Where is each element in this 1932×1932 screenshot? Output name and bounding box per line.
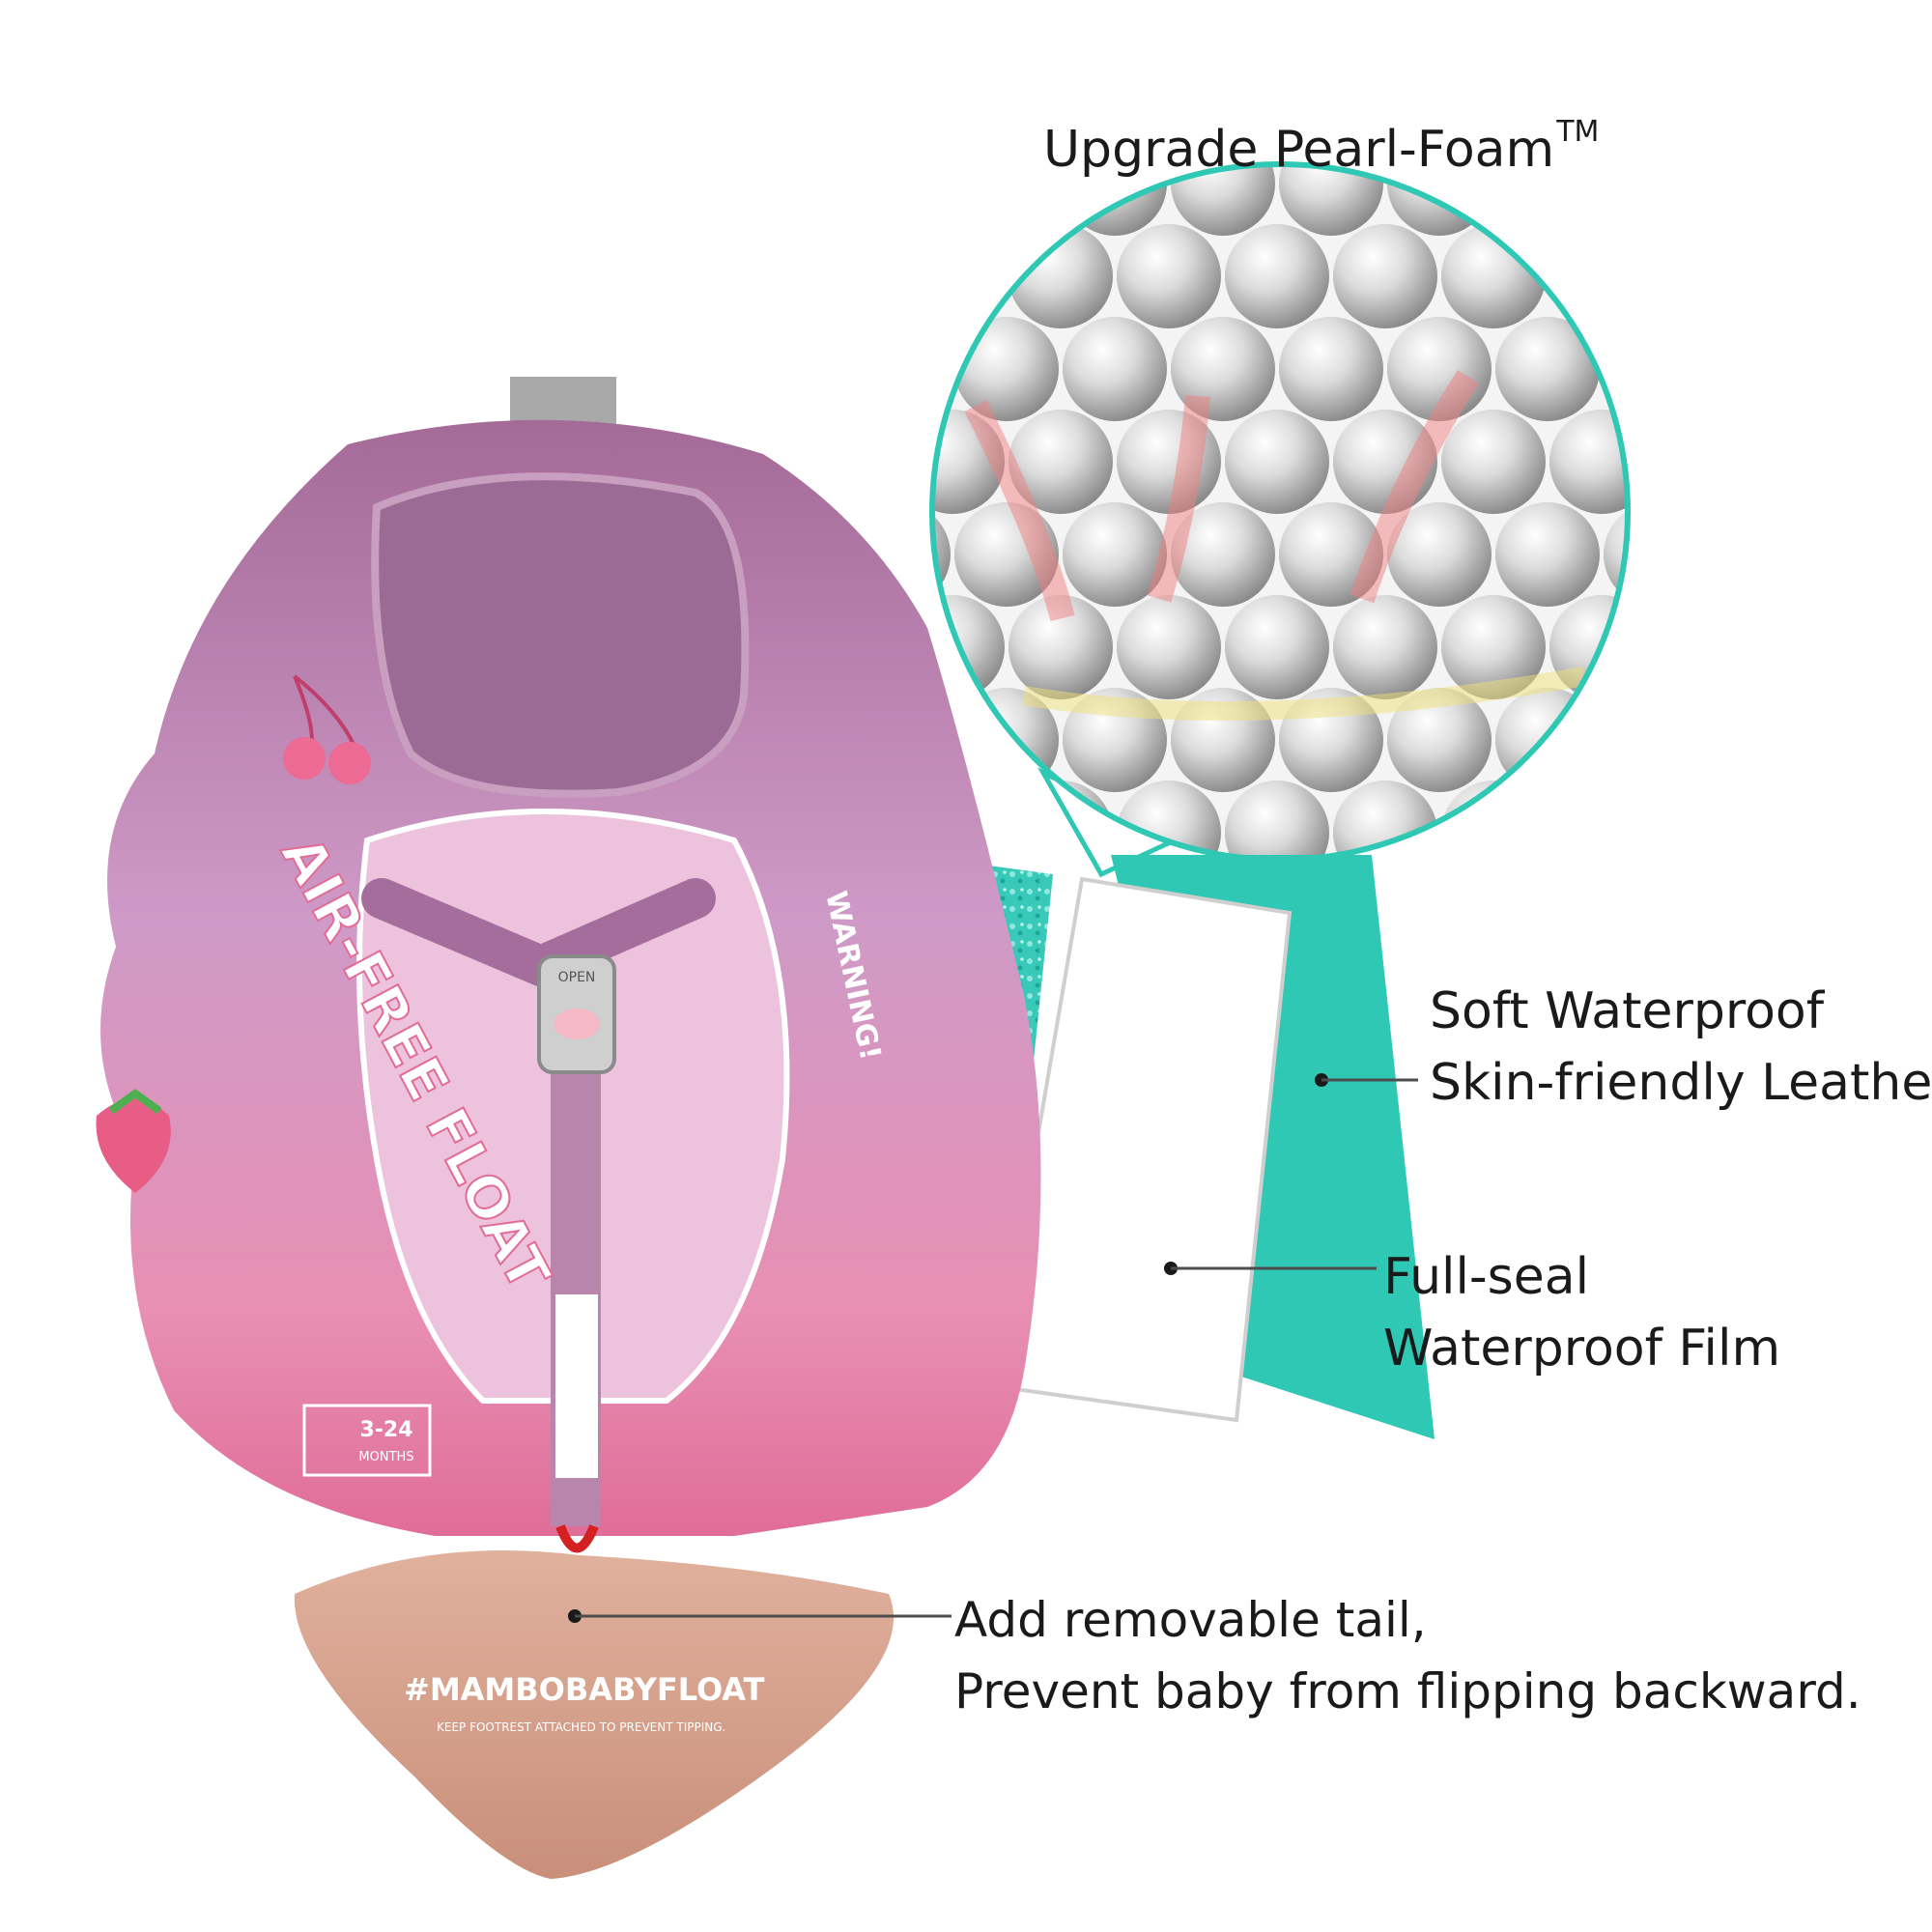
foam-bead bbox=[1441, 781, 1546, 860]
foam-bead bbox=[1279, 164, 1383, 236]
foam-bead bbox=[1549, 781, 1628, 860]
leather-callout: Soft Waterproof Skin-friendly Leather bbox=[1430, 976, 1932, 1119]
foam-bead bbox=[1333, 224, 1437, 328]
foam-bead bbox=[1387, 688, 1492, 792]
pearl-foam-magnifier bbox=[929, 131, 1870, 978]
airflow-arrows bbox=[964, 370, 1586, 721]
foam-bead bbox=[1549, 410, 1628, 514]
foam-bead bbox=[1171, 164, 1275, 236]
foam-bead bbox=[1658, 410, 1762, 514]
foam-bead bbox=[1171, 502, 1275, 607]
leather-line-2: Skin-friendly Leather bbox=[1430, 1054, 1932, 1112]
foam-bead bbox=[1495, 873, 1600, 978]
age-range: 3-24 bbox=[359, 1418, 412, 1442]
foam-bead bbox=[1604, 164, 1628, 236]
film-line-2: Waterproof Film bbox=[1383, 1320, 1781, 1378]
foam-bead bbox=[954, 317, 1059, 421]
foam-bead bbox=[1225, 410, 1329, 514]
tail-line-2: Prevent baby from flipping backward. bbox=[954, 1663, 1861, 1719]
foam-bead bbox=[1063, 502, 1167, 607]
foam-bead bbox=[1712, 688, 1816, 792]
foam-bead bbox=[1495, 317, 1600, 421]
pearl-foam-title: Upgrade Pearl-FoamTM bbox=[1043, 97, 1599, 185]
foam-bead bbox=[1279, 317, 1383, 421]
foam-bead bbox=[932, 164, 951, 236]
tail-warning: KEEP FOOTREST ATTACHED TO PREVENT TIPPIN… bbox=[437, 1720, 725, 1734]
tail-hashtag: #MAMBOBABYFLOAT bbox=[404, 1671, 765, 1708]
trademark-mark: TM bbox=[1556, 115, 1600, 149]
age-badge bbox=[302, 1404, 432, 1477]
foam-bead bbox=[1333, 595, 1437, 699]
foam-bead bbox=[1766, 781, 1870, 885]
strawberry-icon bbox=[96, 1089, 171, 1193]
foam-bead bbox=[1766, 595, 1870, 699]
foam-bead bbox=[1495, 502, 1600, 607]
foam-bead bbox=[1009, 410, 1113, 514]
foam-bead bbox=[1712, 317, 1816, 421]
title-text: Upgrade Pearl-Foam bbox=[1043, 121, 1555, 179]
tail-line-1: Add removable tail, bbox=[954, 1592, 1427, 1648]
foam-bead bbox=[1604, 317, 1628, 421]
foam-bead bbox=[1604, 873, 1708, 978]
foam-bead bbox=[1766, 224, 1870, 328]
foam-bead bbox=[1009, 595, 1113, 699]
foam-bead bbox=[1766, 410, 1870, 514]
film-callout: Full-seal Waterproof Film bbox=[1383, 1241, 1780, 1384]
foam-bead bbox=[1712, 502, 1816, 607]
tail-callout: Add removable tail, Prevent baby from fl… bbox=[954, 1584, 1861, 1727]
foam-bead bbox=[1225, 595, 1329, 699]
foam-bead bbox=[1171, 317, 1275, 421]
foam-bead bbox=[1495, 688, 1600, 792]
film-line-1: Full-seal bbox=[1383, 1248, 1590, 1306]
foam-bead bbox=[1387, 873, 1492, 978]
foam-bead bbox=[1063, 317, 1167, 421]
foam-bead bbox=[1658, 224, 1762, 328]
pull-ring bbox=[555, 1524, 599, 1553]
foam-bead bbox=[1441, 595, 1546, 699]
foam-bead bbox=[1117, 595, 1221, 699]
foam-bead bbox=[932, 317, 951, 421]
foam-bead bbox=[1712, 131, 1816, 236]
safety-tag bbox=[555, 1294, 598, 1478]
foam-bead bbox=[1387, 502, 1492, 607]
foam-bead bbox=[932, 224, 1005, 328]
age-unit: MONTHS bbox=[358, 1450, 413, 1464]
removable-tail bbox=[294, 1550, 894, 1879]
foam-bead bbox=[1225, 224, 1329, 328]
buckle-label: OPEN bbox=[558, 970, 596, 985]
foam-bead bbox=[1658, 595, 1762, 699]
baby-float: OPEN AIR-FREE FLOAT WARNING! 3-24 MONTHS… bbox=[96, 377, 1041, 1879]
foam-bead bbox=[1441, 410, 1546, 514]
foam-bead bbox=[1604, 688, 1628, 792]
headrest bbox=[371, 472, 750, 798]
cherry-icon bbox=[283, 674, 371, 784]
foam-bead bbox=[1658, 781, 1762, 885]
foam-bead bbox=[1117, 224, 1221, 328]
foam-bead bbox=[1712, 873, 1816, 978]
leather-line-1: Soft Waterproof bbox=[1430, 982, 1825, 1040]
